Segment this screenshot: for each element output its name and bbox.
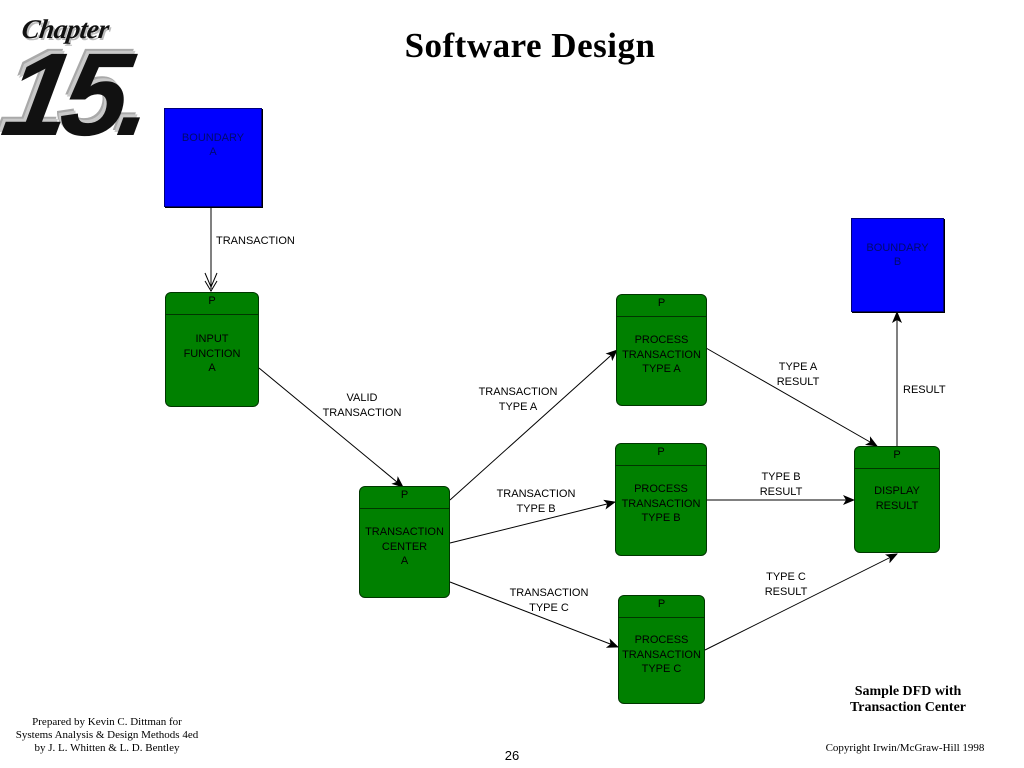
- flow-label-line2: TYPE C: [529, 601, 569, 614]
- caption-line1: Sample DFD with: [854, 684, 962, 699]
- process-name-line3: A: [400, 555, 409, 567]
- process-name-line3: TYPE C: [641, 663, 682, 675]
- process-id: P: [617, 295, 706, 317]
- process-name-line1: DISPLAY: [874, 485, 920, 497]
- flow-label-type-b-result: TYPE B RESULT: [749, 470, 813, 499]
- prepared-by-credit: Prepared by Kevin C. Dittman for Systems…: [0, 716, 214, 755]
- prepared-line2: Systems Analysis & Design Methods 4ed: [15, 729, 199, 741]
- flow-label-transaction-type-c: TRANSACTION TYPE C: [503, 586, 595, 615]
- process-input-function[interactable]: P INPUT FUNCTION A: [165, 292, 259, 407]
- process-name: PROCESS TRANSACTION TYPE C: [615, 633, 708, 677]
- process-transaction-center[interactable]: P TRANSACTION CENTER A: [359, 486, 450, 598]
- process-transaction-type-c[interactable]: P PROCESS TRANSACTION TYPE C: [618, 595, 705, 704]
- process-name-line2: CENTER: [381, 540, 428, 553]
- process-name-line1: PROCESS: [634, 483, 688, 495]
- slide-title: Software Design: [404, 26, 656, 65]
- process-id: P: [855, 447, 939, 469]
- flow-arrowhead-transaction: [204, 272, 218, 292]
- flow-label-line2: TYPE A: [498, 400, 538, 413]
- process-name-line3: TYPE B: [641, 512, 681, 524]
- flow-line-type-a-result: [705, 347, 878, 447]
- boundary-b-label-line1: BOUNDARY: [866, 242, 929, 254]
- process-name: DISPLAY RESULT: [851, 484, 943, 513]
- process-name-line2: TRANSACTION: [622, 348, 701, 361]
- process-id: P: [360, 487, 449, 509]
- boundary-a-label: BOUNDARY A: [165, 131, 261, 159]
- prepared-line1: Prepared by Kevin C. Dittman for: [32, 716, 182, 728]
- flow-label-transaction-type-a: TRANSACTION TYPE A: [472, 385, 564, 414]
- flow-line-transaction-type-b: [449, 499, 616, 544]
- flow-label-line1: TYPE A: [778, 361, 818, 373]
- boundary-a[interactable]: BOUNDARY A: [164, 108, 262, 207]
- flow-label-line1: VALID: [346, 392, 378, 404]
- flow-label-line2: RESULT: [764, 585, 808, 598]
- flow-line-type-c-result: [704, 553, 898, 651]
- flow-line-transaction-type-c: [449, 581, 619, 648]
- process-transaction-type-a[interactable]: P PROCESS TRANSACTION TYPE A: [616, 294, 707, 406]
- page-number: 26: [504, 748, 520, 763]
- flow-label-result: RESULT: [903, 383, 946, 398]
- flow-label-transaction: TRANSACTION: [216, 234, 295, 249]
- flow-label-line2: RESULT: [776, 375, 820, 388]
- process-name-line1: PROCESS: [634, 334, 689, 346]
- flow-line-transaction-type-a: [449, 349, 618, 501]
- flow-label-line1: TRANSACTION: [216, 235, 295, 247]
- process-display-result[interactable]: P DISPLAY RESULT: [854, 446, 940, 553]
- process-name-line2: TRANSACTION: [622, 648, 701, 661]
- boundary-a-label-line2: A: [209, 146, 217, 158]
- process-name-line2: RESULT: [875, 499, 919, 512]
- process-name-line3: TYPE A: [642, 363, 681, 375]
- process-id: P: [619, 596, 704, 618]
- flow-label-type-a-result: TYPE A RESULT: [766, 360, 830, 389]
- flow-label-type-c-result: TYPE C RESULT: [754, 570, 818, 599]
- flow-label-line2: TYPE B: [516, 502, 556, 515]
- diagram-caption: Sample DFD with Transaction Center: [808, 684, 1008, 716]
- flow-label-line1: TYPE C: [766, 571, 806, 583]
- flow-label-line1: TRANSACTION: [509, 587, 589, 599]
- boundary-a-label-line1: BOUNDARY: [181, 132, 245, 144]
- flow-label-transaction-type-b: TRANSACTION TYPE B: [490, 487, 582, 516]
- process-transaction-type-b[interactable]: P PROCESS TRANSACTION TYPE B: [615, 443, 707, 556]
- flow-label-line1: TYPE B: [761, 471, 801, 483]
- process-name: TRANSACTION CENTER A: [356, 525, 453, 569]
- process-id: P: [616, 444, 706, 466]
- flow-label-line2: TRANSACTION: [322, 406, 402, 419]
- caption-line2: Transaction Center: [850, 700, 966, 715]
- flow-label-line1: TRANSACTION: [478, 386, 558, 398]
- flow-label-line1: TRANSACTION: [496, 488, 576, 500]
- process-name: INPUT FUNCTION A: [162, 332, 262, 376]
- prepared-line3: by J. L. Whitten & L. D. Bentley: [34, 742, 180, 754]
- flow-label-line2: RESULT: [759, 485, 803, 498]
- process-name-line2: TRANSACTION: [621, 497, 701, 510]
- process-name-line1: INPUT: [195, 333, 229, 345]
- boundary-b-label: BOUNDARY B: [852, 241, 943, 269]
- flow-line-valid-transaction: [258, 367, 404, 488]
- boundary-b-label-line2: B: [893, 256, 902, 268]
- process-name-line3: A: [208, 362, 216, 374]
- process-name: PROCESS TRANSACTION TYPE B: [612, 482, 710, 526]
- process-name-line1: TRANSACTION: [365, 526, 444, 538]
- copyright-notice: Copyright Irwin/McGraw-Hill 1998: [825, 742, 985, 754]
- process-name: PROCESS TRANSACTION TYPE A: [613, 333, 710, 377]
- flow-label-valid-transaction: VALID TRANSACTION: [316, 391, 408, 420]
- process-name-line1: PROCESS: [634, 634, 689, 646]
- process-id: P: [166, 293, 258, 315]
- boundary-b[interactable]: BOUNDARY B: [851, 218, 944, 312]
- process-name-line2: FUNCTION: [183, 347, 241, 360]
- flow-label-line1: RESULT: [903, 384, 946, 396]
